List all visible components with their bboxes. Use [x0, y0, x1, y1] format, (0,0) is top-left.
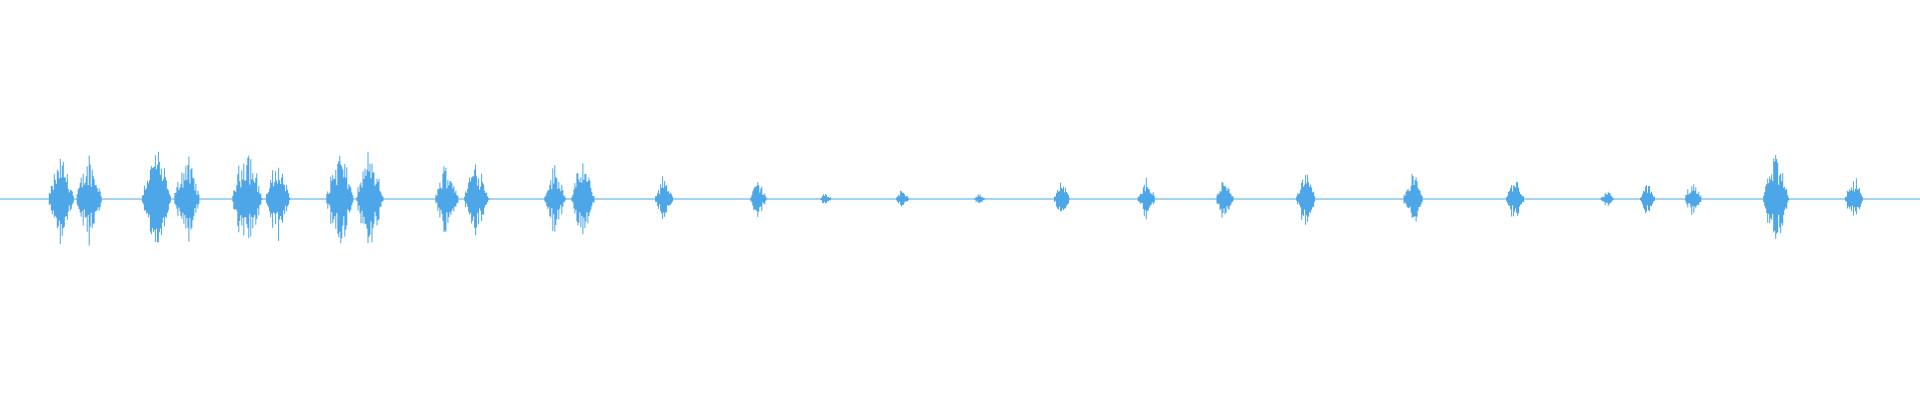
- waveform-burst: [232, 155, 263, 239]
- waveform-burst: [655, 176, 674, 219]
- burst-trace: [1216, 181, 1234, 218]
- burst-trace: [1137, 177, 1155, 220]
- waveform-burst: [820, 194, 832, 204]
- waveform-burst: [326, 155, 354, 244]
- burst-trace: [141, 151, 171, 243]
- waveform-burst: [973, 194, 986, 203]
- waveform-burst: [544, 165, 567, 232]
- waveform-burst: [48, 158, 74, 244]
- burst-trace: [1763, 154, 1790, 239]
- waveform-burst: [174, 156, 200, 242]
- burst-trace: [820, 194, 832, 204]
- burst-trace: [356, 152, 384, 244]
- burst-trace: [1640, 185, 1655, 214]
- waveform-burst: [435, 166, 459, 233]
- burst-trace: [326, 155, 354, 244]
- waveform-burst: [1506, 181, 1525, 217]
- burst-trace: [174, 156, 200, 242]
- burst-trace: [1506, 181, 1525, 217]
- burst-trace: [1296, 174, 1317, 225]
- waveform-burst: [571, 163, 595, 235]
- burst-trace: [655, 176, 674, 219]
- waveform-burst: [356, 152, 384, 244]
- waveform-burst: [1137, 177, 1155, 220]
- waveform-burst: [1054, 182, 1070, 212]
- burst-trace: [1844, 178, 1863, 216]
- burst-trace: [1054, 182, 1070, 212]
- burst-trace: [750, 182, 768, 217]
- burst-trace: [1600, 191, 1614, 207]
- burst-trace: [48, 158, 74, 244]
- waveform-burst: [1763, 154, 1790, 239]
- waveform-burst: [464, 164, 490, 236]
- waveform-burst: [1685, 184, 1703, 215]
- burst-trace: [76, 155, 102, 246]
- waveform-burst: [896, 190, 910, 207]
- waveform-burst: [750, 182, 768, 217]
- waveform-bursts: [48, 151, 1863, 246]
- burst-trace: [544, 165, 567, 232]
- burst-trace: [266, 167, 291, 241]
- burst-trace: [571, 163, 595, 235]
- burst-trace: [973, 194, 986, 203]
- burst-trace: [232, 155, 263, 239]
- burst-trace: [1685, 184, 1703, 215]
- waveform-burst: [1640, 185, 1655, 214]
- burst-trace: [896, 190, 910, 207]
- waveform-burst: [266, 167, 291, 241]
- waveform-burst: [76, 155, 102, 246]
- burst-trace: [464, 164, 490, 236]
- burst-trace: [1403, 174, 1424, 222]
- waveform-burst: [1600, 191, 1614, 207]
- waveform-burst: [141, 151, 171, 243]
- waveform-burst: [1844, 178, 1863, 216]
- burst-trace: [435, 166, 459, 233]
- waveform-burst: [1296, 174, 1317, 225]
- waveform-burst: [1403, 174, 1424, 222]
- waveform-burst: [1216, 181, 1234, 218]
